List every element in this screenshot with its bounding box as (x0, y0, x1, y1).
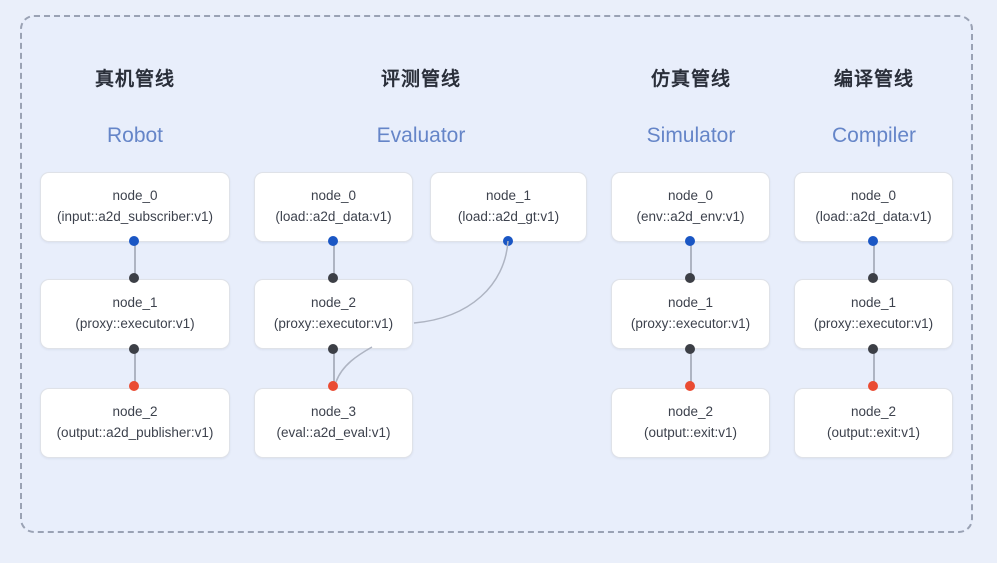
node-compiler-2[interactable]: node_2 (output::exit:v1) (794, 388, 953, 458)
edge-compiler-0-1 (873, 240, 875, 278)
column-title-en-evaluator: Evaluator (376, 124, 466, 147)
edge-compiler-1-2 (873, 348, 875, 386)
node-simulator-1[interactable]: node_1 (proxy::executor:v1) (611, 279, 770, 349)
node-evaluator-3[interactable]: node_3 (eval::a2d_eval:v1) (254, 388, 413, 458)
node-evaluator-1[interactable]: node_1 (load::a2d_gt:v1) (430, 172, 587, 242)
column-title-cn-simulator: 仿真管线 (650, 69, 731, 90)
port-dot-output-robot-2 (129, 381, 139, 391)
node-compiler-1[interactable]: node_1 (proxy::executor:v1) (794, 279, 953, 349)
node-impl: (output::a2d_publisher:v1) (56, 425, 214, 440)
port-dot-input-simulator-0 (685, 236, 695, 246)
port-dot-proxy-out-simulator-1 (685, 344, 695, 354)
port-dot-proxy-out-compiler-1 (868, 344, 878, 354)
node-simulator-0[interactable]: node_0 (env::a2d_env:v1) (611, 172, 770, 242)
node-name: node_2 (310, 295, 357, 311)
node-robot-1[interactable]: node_1 (proxy::executor:v1) (40, 279, 230, 349)
node-name: node_1 (112, 295, 158, 311)
node-evaluator-0[interactable]: node_0 (load::a2d_data:v1) (254, 172, 413, 242)
port-dot-input-evaluator-0 (328, 236, 338, 246)
node-impl: (load::a2d_gt:v1) (457, 209, 560, 224)
column-title-cn-robot: 真机管线 (94, 69, 175, 90)
node-impl: (load::a2d_data:v1) (275, 209, 392, 224)
column-title-cn-evaluator: 评测管线 (380, 69, 461, 90)
edge-robot-1-2 (134, 348, 136, 386)
node-name: node_1 (667, 295, 714, 311)
port-dot-proxy-out-robot-1 (129, 344, 139, 354)
edge-simulator-1-2 (690, 348, 692, 386)
node-name: node_0 (310, 188, 357, 204)
node-name: node_0 (850, 188, 897, 204)
node-name: node_0 (112, 188, 158, 204)
port-dot-proxy-in-robot-1 (129, 273, 139, 283)
node-impl: (eval::a2d_eval:v1) (276, 425, 391, 440)
node-name: node_3 (310, 404, 357, 420)
port-dot-output-simulator-2 (685, 381, 695, 391)
node-impl: (proxy::executor:v1) (273, 316, 394, 331)
edge-robot-0-1 (134, 240, 136, 278)
node-compiler-0[interactable]: node_0 (load::a2d_data:v1) (794, 172, 953, 242)
port-dot-proxy-in-simulator-1 (685, 273, 695, 283)
port-dot-input-robot-0 (129, 236, 139, 246)
node-impl: (proxy::executor:v1) (813, 316, 934, 331)
port-dot-output-evaluator-3 (328, 381, 338, 391)
port-dot-output-compiler-2 (868, 381, 878, 391)
node-name: node_2 (667, 404, 714, 420)
port-dot-input-compiler-0 (868, 236, 878, 246)
node-impl: (proxy::executor:v1) (630, 316, 751, 331)
node-evaluator-2[interactable]: node_2 (proxy::executor:v1) (254, 279, 413, 349)
column-title-cn-compiler: 编译管线 (833, 69, 914, 90)
node-impl: (output::exit:v1) (643, 425, 738, 440)
edge-evaluator-2-3 (333, 348, 335, 386)
node-impl: (output::exit:v1) (826, 425, 921, 440)
node-name: node_2 (112, 404, 158, 420)
edge-evaluator-0-2 (333, 240, 335, 278)
node-impl: (input::a2d_subscriber:v1) (56, 209, 214, 224)
node-simulator-2[interactable]: node_2 (output::exit:v1) (611, 388, 770, 458)
column-title-en-robot: Robot (106, 124, 164, 147)
node-robot-2[interactable]: node_2 (output::a2d_publisher:v1) (40, 388, 230, 458)
port-dot-proxy-in-compiler-1 (868, 273, 878, 283)
node-name: node_0 (667, 188, 714, 204)
column-title-en-compiler: Compiler (831, 124, 917, 147)
port-dot-proxy-out-evaluator-2 (328, 344, 338, 354)
edge-simulator-0-1 (690, 240, 692, 278)
node-impl: (env::a2d_env:v1) (636, 209, 745, 224)
port-dot-proxy-in-evaluator-2 (328, 273, 338, 283)
node-name: node_1 (485, 188, 532, 204)
column-title-en-simulator: Simulator (646, 124, 736, 147)
node-impl: (load::a2d_data:v1) (815, 209, 932, 224)
node-robot-0[interactable]: node_0 (input::a2d_subscriber:v1) (40, 172, 230, 242)
port-dot-input-evaluator-1 (503, 236, 513, 246)
node-name: node_1 (850, 295, 897, 311)
node-impl: (proxy::executor:v1) (75, 316, 195, 331)
node-name: node_2 (850, 404, 897, 420)
